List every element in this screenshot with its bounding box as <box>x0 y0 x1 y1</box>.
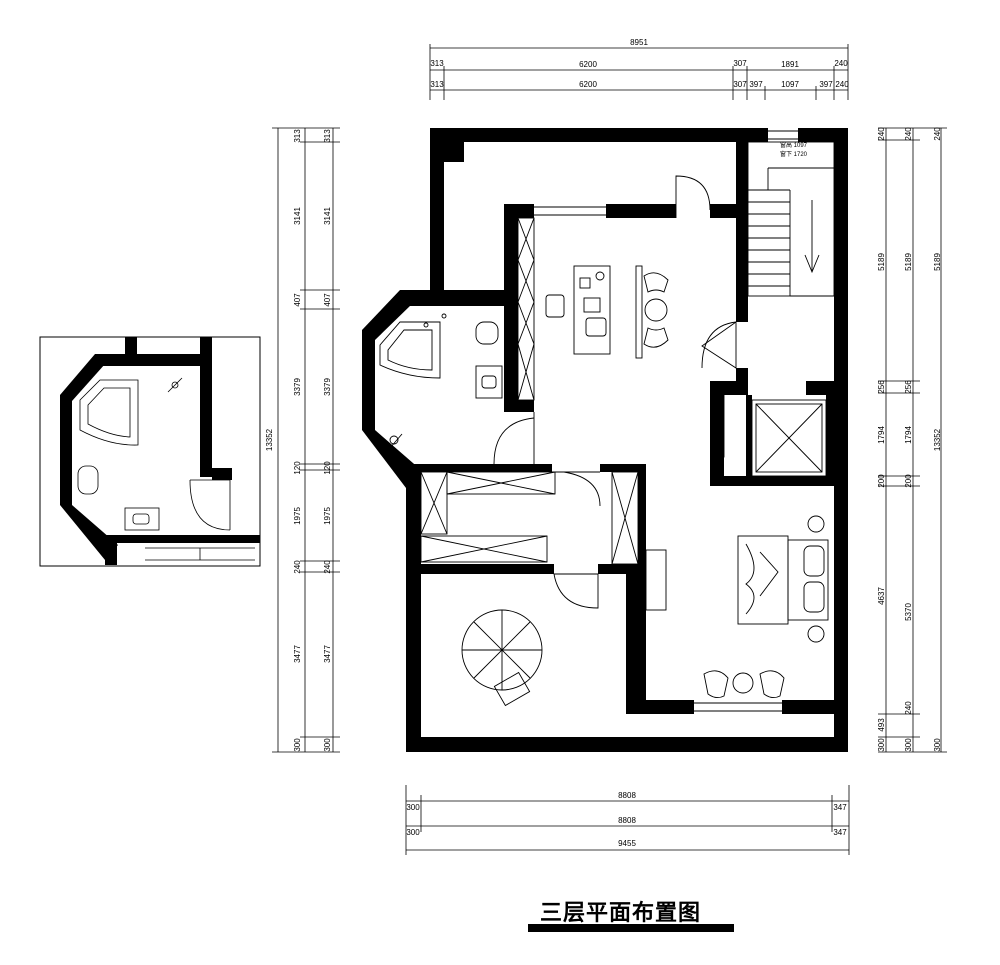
dim-left-b8: 3477 <box>323 645 332 663</box>
dim-right-c1: 240 <box>933 127 942 141</box>
walls <box>362 128 848 752</box>
dim-bot-r1-3: 347 <box>833 803 847 812</box>
left-dim-labels: 13352 313 3141 407 3379 120 1975 240 347… <box>265 129 332 752</box>
dim-left-b4: 3379 <box>323 378 332 396</box>
dim-left-a6: 1975 <box>293 507 302 525</box>
page-title: 三层平面布置图 <box>540 901 702 926</box>
dim-left-b1: 313 <box>323 129 332 143</box>
dim-top-r2-3: 307 <box>733 59 747 68</box>
dim-right-b2: 5189 <box>904 253 913 271</box>
dim-right-b4: 1794 <box>904 426 913 444</box>
dim-left-total: 13352 <box>265 428 274 451</box>
plan-lines <box>368 130 835 712</box>
dim-top-r3-2: 6200 <box>579 80 597 89</box>
dim-right-a3: 256 <box>877 380 886 394</box>
dim-top-r2-2: 6200 <box>579 60 597 69</box>
dim-top-r3-5: 1097 <box>781 80 799 89</box>
bottom-dimensions <box>405 785 850 855</box>
dim-left-a2: 3141 <box>293 207 302 225</box>
dim-right-b3: 256 <box>904 380 913 394</box>
dim-left-b6: 1975 <box>323 507 332 525</box>
title-underline <box>528 924 734 932</box>
dim-top-r2-5: 240 <box>834 59 848 68</box>
dim-bot-r2-1: 300 <box>406 828 420 837</box>
dim-right-b6: 5370 <box>904 603 913 621</box>
dim-right-a2: 5189 <box>877 253 886 271</box>
dim-left-a5: 120 <box>293 461 302 475</box>
dim-bot-r1-2: 8808 <box>618 791 636 800</box>
dim-right-a4: 1794 <box>877 426 886 444</box>
dim-left-a3: 407 <box>293 293 302 307</box>
dim-top-r3-6: 397 <box>819 80 833 89</box>
dim-right-b1: 240 <box>904 127 913 141</box>
dim-top-r3-1: 313 <box>430 80 444 89</box>
dim-bot-r2-2: 8808 <box>618 816 636 825</box>
dim-left-b5: 120 <box>323 461 332 475</box>
dim-left-a8: 3477 <box>293 645 302 663</box>
dim-right-b7: 240 <box>904 701 913 715</box>
stair-note-1: 窗高 1097 <box>780 141 808 149</box>
dim-right-b5: 200 <box>904 474 913 488</box>
dim-bot-r1-1: 300 <box>406 803 420 812</box>
dim-top-r3-3: 307 <box>733 80 747 89</box>
dim-left-b3: 407 <box>323 293 332 307</box>
dim-left-a1: 313 <box>293 129 302 143</box>
dim-left-a9: 300 <box>293 738 302 752</box>
dim-left-b2: 3141 <box>323 207 332 225</box>
dim-left-a7: 240 <box>293 560 302 574</box>
dim-right-a6: 4637 <box>877 587 886 605</box>
dim-right-a7: 493 <box>877 718 886 732</box>
dim-top-r3-7: 240 <box>835 80 849 89</box>
dim-right-b8: 300 <box>904 738 913 752</box>
dim-right-total: 13352 <box>933 428 942 451</box>
dim-right-a8: 300 <box>877 738 886 752</box>
dim-left-a4: 3379 <box>293 378 302 396</box>
dim-top-r2-1: 313 <box>430 59 444 68</box>
dim-top-total: 8951 <box>630 38 648 47</box>
bathroom-inset <box>39 336 261 567</box>
stair-note-2: 窗下 1720 <box>780 150 808 158</box>
dim-top-r2-4: 1891 <box>781 60 799 69</box>
dim-right-a1: 240 <box>877 127 886 141</box>
dim-right-a5: 200 <box>877 474 886 488</box>
dim-right-c3: 300 <box>933 738 942 752</box>
dim-bot-total: 9455 <box>618 839 636 848</box>
left-dimensions <box>272 127 340 753</box>
dim-bot-r2-3: 347 <box>833 828 847 837</box>
dim-left-b7: 240 <box>323 560 332 574</box>
right-dim-labels: 240 5189 256 1794 200 4637 493 300 240 5… <box>877 127 942 752</box>
top-dimensions <box>429 44 849 100</box>
dim-right-c2: 5189 <box>933 253 942 271</box>
dim-left-b9: 300 <box>323 738 332 752</box>
dim-top-r3-4: 397 <box>749 80 763 89</box>
right-dimensions <box>878 127 947 753</box>
